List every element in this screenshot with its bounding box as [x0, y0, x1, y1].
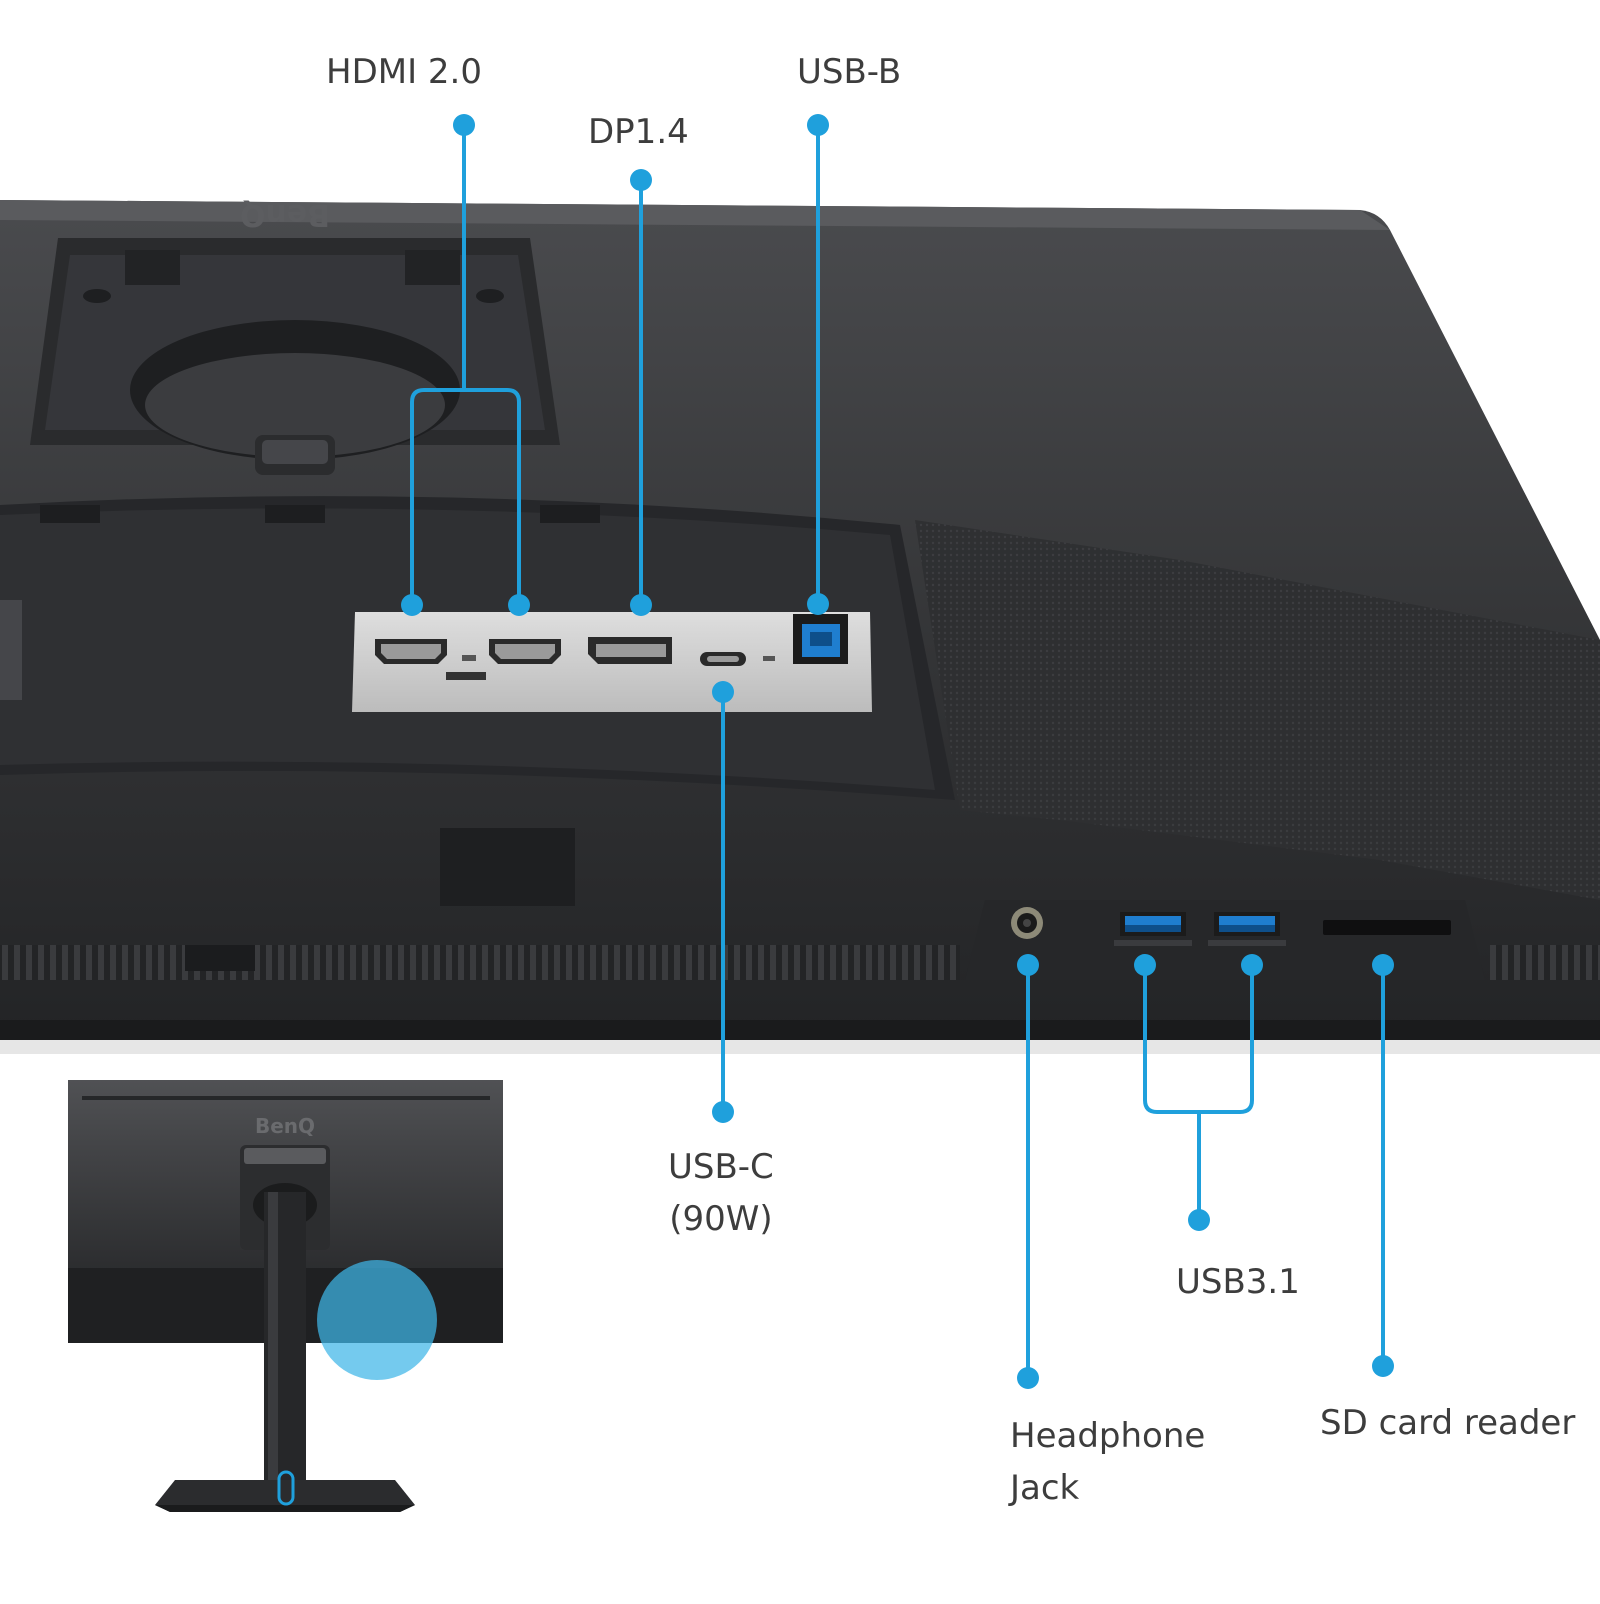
callout-dots	[401, 114, 1394, 1389]
usb-c-dot-bottom	[712, 1101, 734, 1123]
usb-a-port-2	[1208, 912, 1286, 946]
vesa-mount-recess	[30, 238, 560, 475]
hdmi-label: HDMI 2.0	[326, 52, 482, 92]
rear-port-panel	[352, 612, 872, 712]
displayport-port	[588, 637, 672, 664]
headphone-label: Headphone Jack	[1010, 1410, 1205, 1514]
usb-b-dot-top	[807, 114, 829, 136]
headphone-label-line2: Jack	[1010, 1468, 1080, 1508]
dp-dot-top	[630, 169, 652, 191]
hdmi-dot-port-2	[508, 594, 530, 616]
sd-dot-bottom	[1372, 1355, 1394, 1377]
usb31-label: USB3.1	[1176, 1262, 1300, 1302]
usb31-callout-line	[1143, 965, 1254, 1220]
headphone-dot-bottom	[1017, 1367, 1039, 1389]
usb-b-dot-port	[807, 593, 829, 615]
usb31-dot-port-1	[1134, 954, 1156, 976]
sd-card-label: SD card reader	[1320, 1403, 1576, 1443]
hdmi-dot-port-1	[401, 594, 423, 616]
brand-logo: BenQ	[240, 197, 330, 232]
hdmi-callout-line	[410, 125, 521, 605]
usb31-dot-port-2	[1241, 954, 1263, 976]
dp-label: DP1.4	[588, 112, 689, 152]
usb-c-label: USB-C (90W)	[668, 1141, 774, 1245]
headphone-jack-port	[1011, 907, 1043, 939]
side-io-ports	[1011, 907, 1451, 946]
usb-c-port	[700, 652, 746, 666]
thumbnail-logo: BenQ	[255, 1114, 315, 1138]
headphone-dot-port	[1017, 954, 1039, 976]
thumbnail-monitor: BenQ	[68, 1080, 503, 1512]
headphone-label-line1: Headphone	[1010, 1416, 1206, 1456]
lower-body-details	[0, 828, 1600, 980]
usb-b-label: USB-B	[797, 52, 902, 92]
usb-a-port-1	[1114, 912, 1192, 946]
hdmi-dot-top	[453, 114, 475, 136]
thumbnail-highlight-circle	[317, 1260, 437, 1380]
sd-card-slot	[1323, 920, 1451, 935]
usb31-dot-bottom	[1188, 1209, 1210, 1231]
callout-lines	[410, 125, 1385, 1378]
usb-c-label-line1: USB-C	[668, 1147, 774, 1187]
hdmi-port-1	[375, 639, 447, 664]
usb-c-dot-port	[712, 681, 734, 703]
hdmi-port-2	[489, 639, 561, 664]
usb-c-label-line2: (90W)	[669, 1199, 773, 1239]
sd-dot-port	[1372, 954, 1394, 976]
usb-b-port	[793, 614, 848, 664]
dp-dot-port	[630, 594, 652, 616]
